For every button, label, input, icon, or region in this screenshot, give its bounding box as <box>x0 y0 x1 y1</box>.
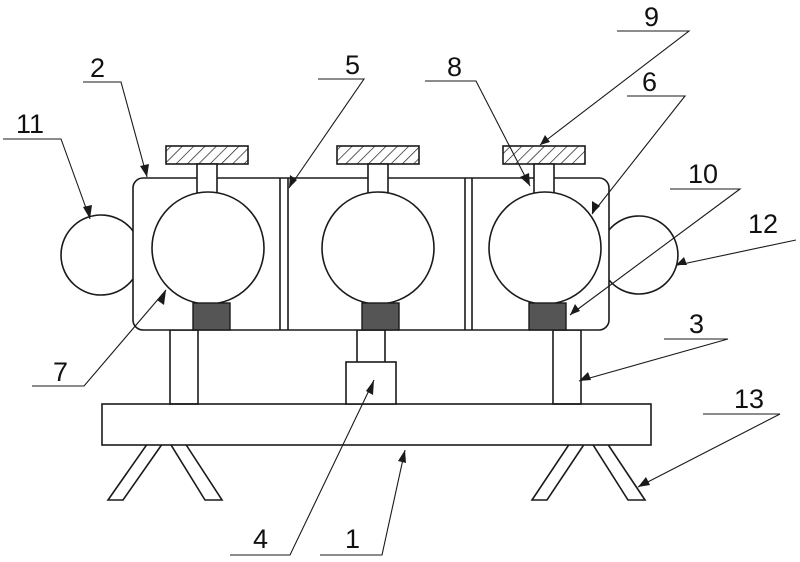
label-6: 6 <box>642 67 657 97</box>
rollers <box>152 192 601 304</box>
label-3: 3 <box>689 309 704 339</box>
label-5: 5 <box>345 50 360 80</box>
label-10: 10 <box>688 159 718 189</box>
base-plate <box>102 404 651 445</box>
label-9: 9 <box>644 2 659 32</box>
label-7: 7 <box>53 357 68 387</box>
label-2: 2 <box>90 53 105 83</box>
base-legs <box>108 440 645 500</box>
side-wheel-left <box>61 215 133 295</box>
label-4: 4 <box>253 524 268 554</box>
label-11: 11 <box>16 109 44 139</box>
label-12: 12 <box>748 209 778 239</box>
label-8: 8 <box>447 52 462 82</box>
label-13: 13 <box>734 384 764 414</box>
label-1: 1 <box>345 524 360 554</box>
side-wheel-right <box>609 216 678 294</box>
